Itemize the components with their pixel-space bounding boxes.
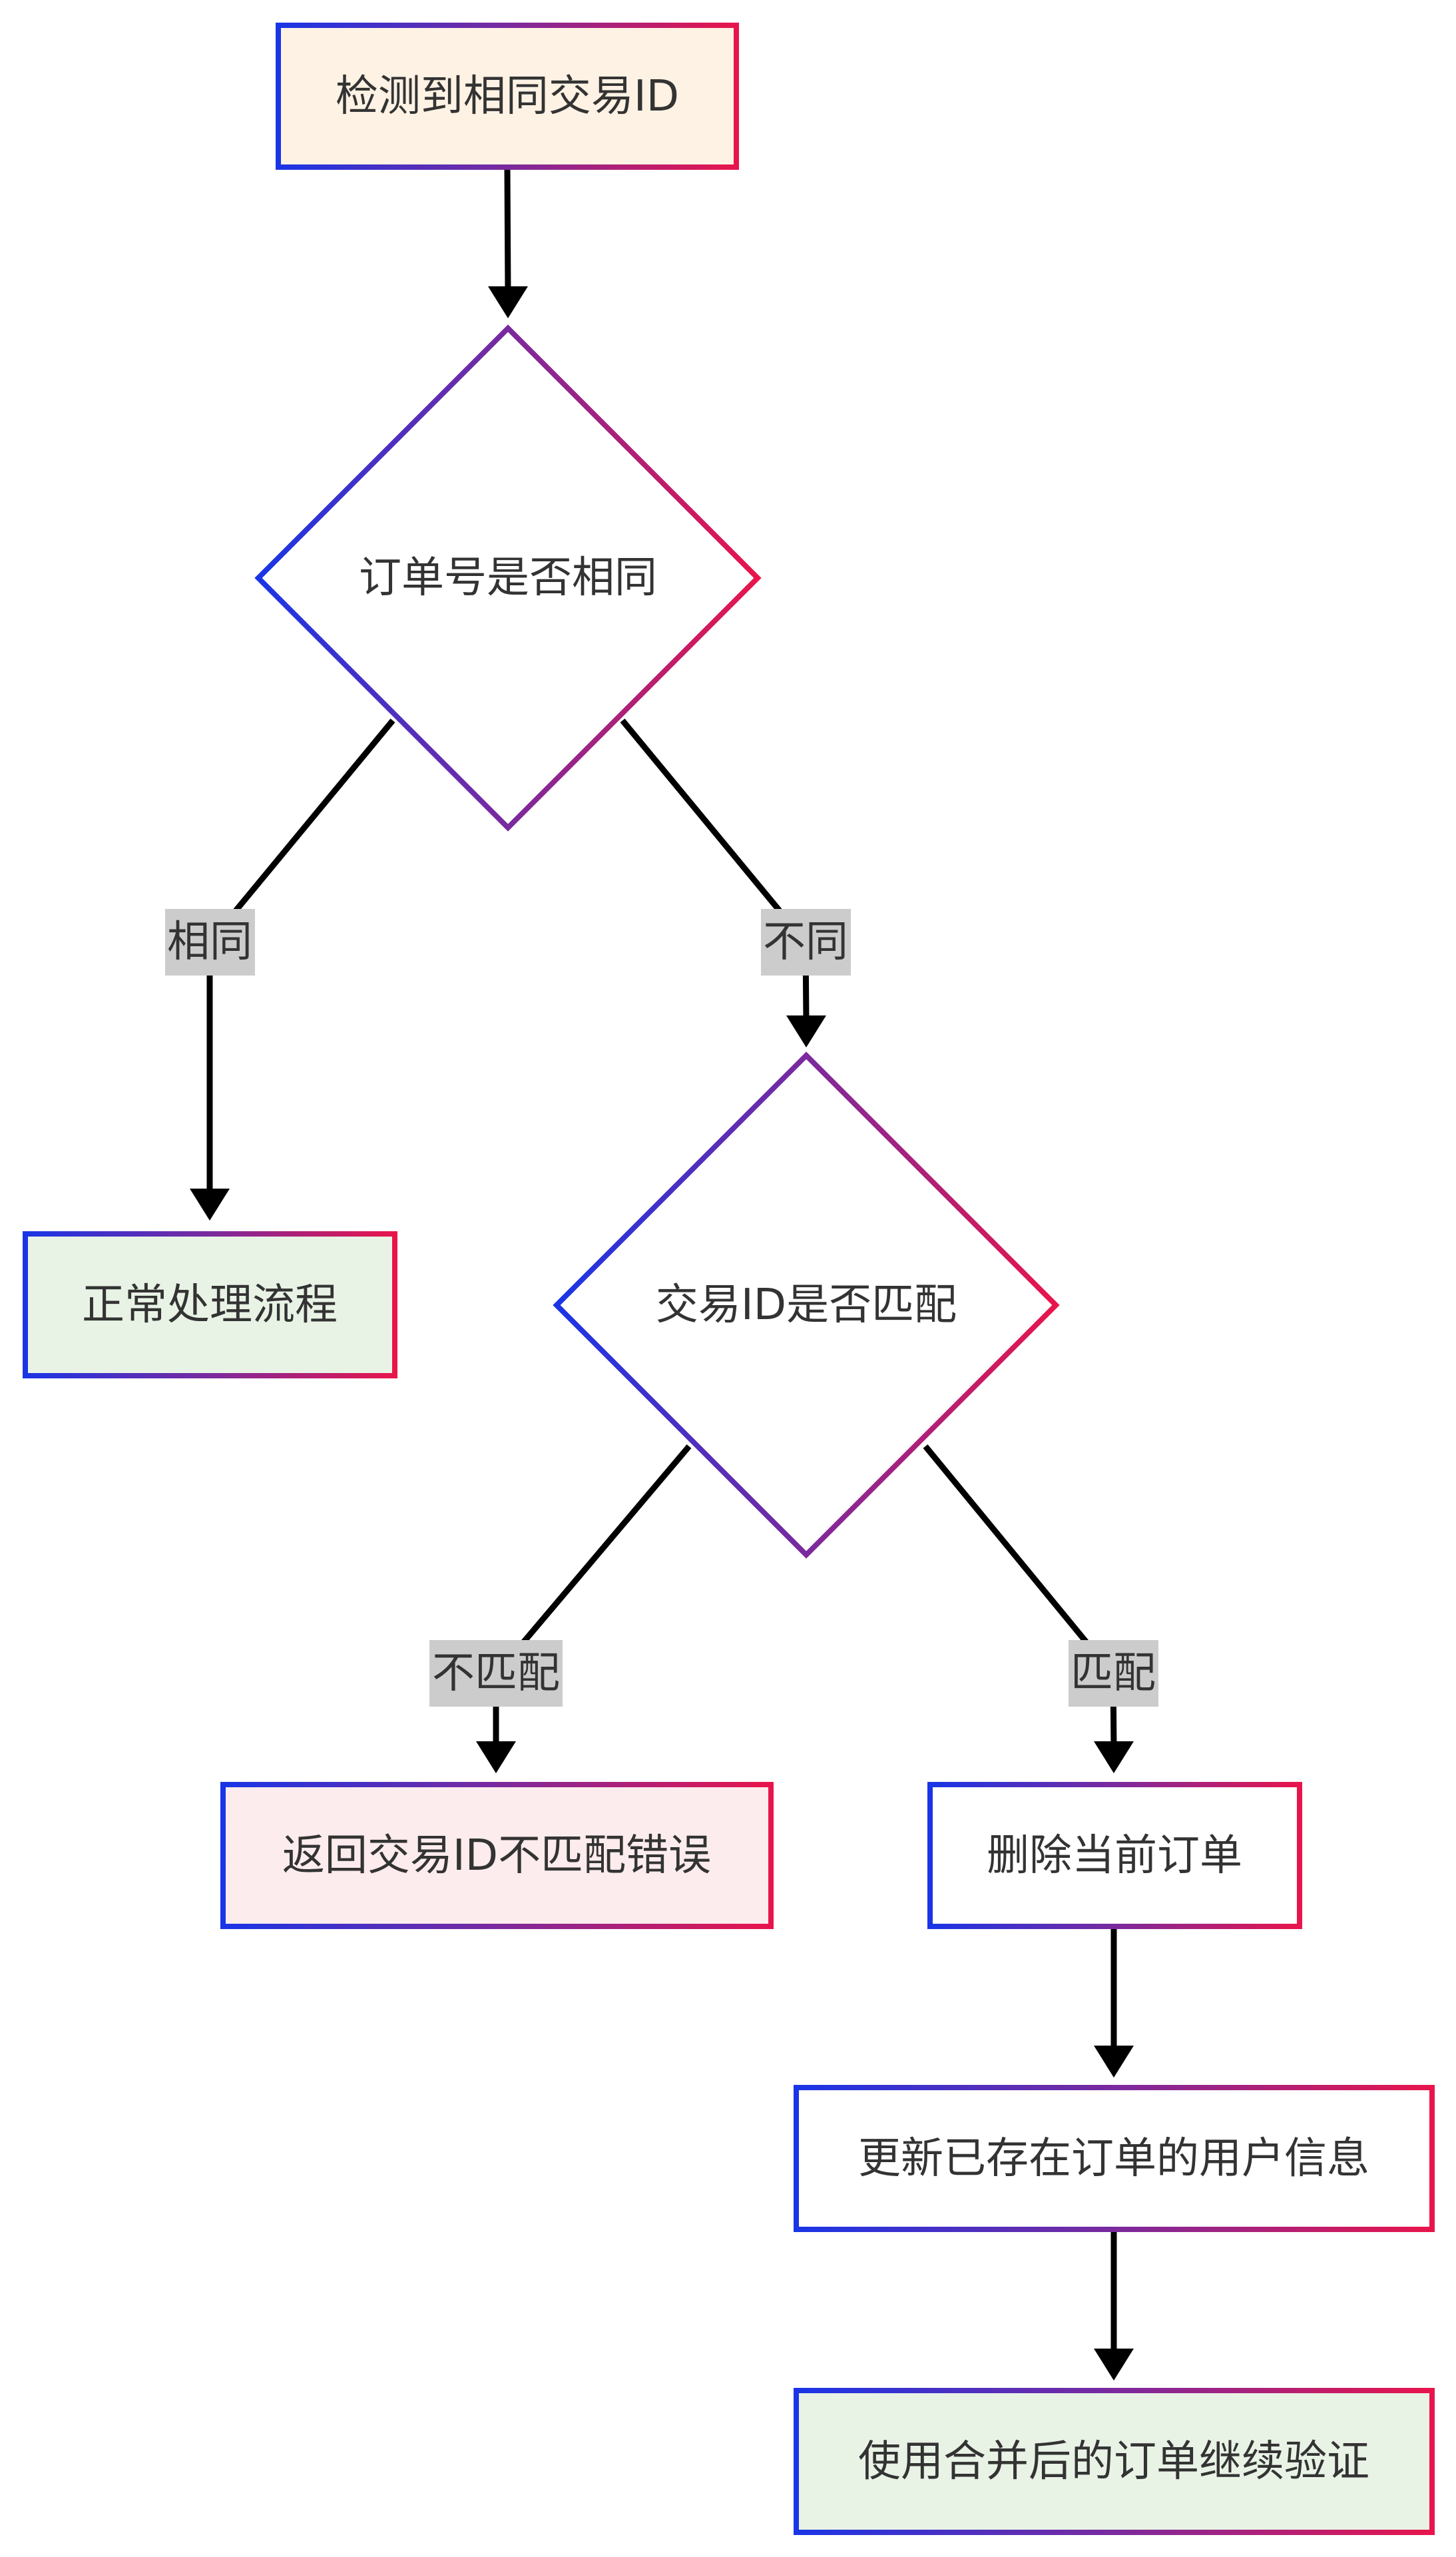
edge-label-different-text: 不同 xyxy=(763,918,848,967)
node-update-user-label: 更新已存在订单的用户信息 xyxy=(858,2134,1369,2183)
node-continue-verify[interactable]: 使用合并后的订单继续验证 xyxy=(794,2388,1435,2535)
node-start[interactable]: 检测到相同交易ID xyxy=(276,23,739,170)
edge-tx-match-to-mismatch-error xyxy=(476,1444,692,1773)
node-order-same-decision[interactable]: 订单号是否相同 xyxy=(254,324,762,832)
edge-update-user-to-continue-verify xyxy=(1094,2231,1134,2381)
node-delete-order-label: 删除当前订单 xyxy=(987,1831,1242,1880)
node-start-label: 检测到相同交易ID xyxy=(336,72,679,121)
node-update-user[interactable]: 更新已存在订单的用户信息 xyxy=(794,2085,1435,2232)
node-delete-order[interactable]: 删除当前订单 xyxy=(927,1782,1302,1929)
edge-tx-match-to-delete-order xyxy=(923,1444,1134,1773)
node-normal-flow-label: 正常处理流程 xyxy=(82,1280,338,1330)
edge-start-to-order-same xyxy=(488,169,528,318)
edge-label-mismatch-text: 不匹配 xyxy=(432,1649,560,1698)
node-mismatch-error[interactable]: 返回交易ID不匹配错误 xyxy=(220,1782,774,1929)
edge-label-match-text: 匹配 xyxy=(1071,1649,1156,1698)
edge-label-same-text: 相同 xyxy=(167,918,252,967)
node-normal-flow[interactable]: 正常处理流程 xyxy=(23,1231,397,1378)
node-tx-match-label: 交易ID是否匹配 xyxy=(656,1280,957,1330)
edge-label-different: 不同 xyxy=(761,909,851,976)
node-mismatch-error-label: 返回交易ID不匹配错误 xyxy=(282,1831,711,1880)
node-tx-match-decision[interactable]: 交易ID是否匹配 xyxy=(553,1051,1060,1559)
edge-label-mismatch: 不匹配 xyxy=(429,1640,563,1707)
node-order-same-label: 订单号是否相同 xyxy=(359,553,657,603)
edge-label-same: 相同 xyxy=(165,909,255,976)
edge-label-match: 匹配 xyxy=(1069,1640,1158,1707)
edge-order-same-to-tx-match xyxy=(620,718,826,1047)
node-continue-verify-label: 使用合并后的订单继续验证 xyxy=(858,2437,1369,2486)
edge-delete-order-to-update-user xyxy=(1094,1928,1134,2078)
